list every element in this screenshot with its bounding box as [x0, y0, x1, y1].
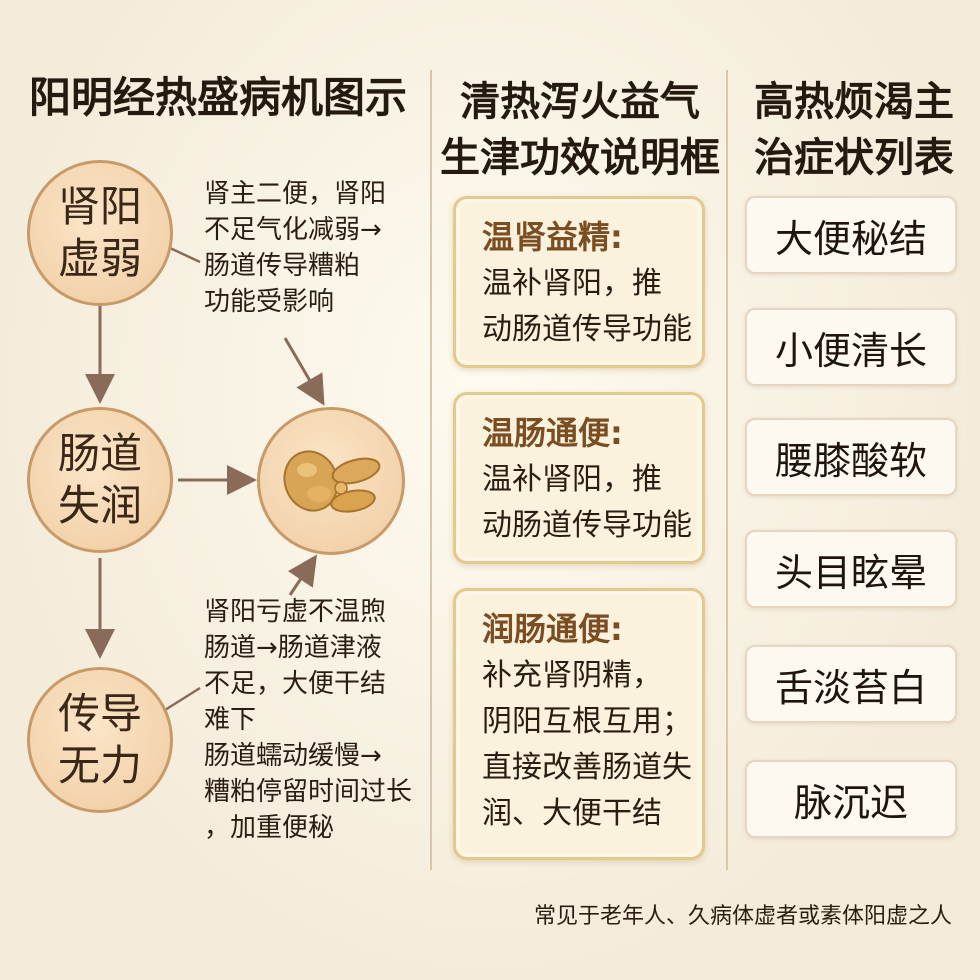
mechanism-column-title: 阳明经热盛病机图示	[28, 73, 407, 122]
symptom-item: 脉沉迟	[745, 760, 957, 838]
connector-node1-to-top-note	[169, 246, 201, 264]
effect-body-line: 润、大便干结	[482, 796, 662, 831]
effects-title-line2: 生津功效说明框	[440, 135, 720, 181]
effect-body: 温补肾阳，推 动肠道传导功能	[482, 261, 702, 353]
note-top-line: 功能受影响	[204, 287, 335, 317]
column-divider-left	[430, 70, 432, 870]
effect-body-line: 动肠道传导功能	[482, 312, 692, 347]
center-illustration-circle	[257, 407, 405, 555]
note-top-line: 肾主二便，肾阳	[204, 179, 387, 209]
node1-line2: 虚弱	[57, 234, 142, 283]
note-bottom-line: 肠道蠕动缓慢→	[204, 741, 382, 771]
effect-body-line: 补充肾阴精，	[482, 658, 662, 693]
effect-body-line: 阴阳互根互用；	[482, 704, 692, 739]
symptom-item: 头目眩晕	[745, 530, 957, 608]
column-divider-right	[726, 70, 728, 870]
symptoms-title-line2: 治症状列表	[754, 135, 954, 181]
effects-column-title: 清热泻火益气 生津功效说明框	[430, 74, 730, 186]
effect-body: 补充肾阴精， 阴阳互根互用； 直接改善肠道失 润、大便干结	[482, 653, 702, 837]
note-top-line: 肠道传导糟粕	[204, 251, 361, 281]
note-bottom-line: 不足，大便干结	[204, 669, 387, 699]
note-top: 肾主二便，肾阳 不足气化减弱→ 肠道传导糟粕 功能受影响	[204, 176, 424, 320]
effect-box-moisten-intestine: 润肠通便: 补充肾阴精， 阴阳互根互用； 直接改善肠道失 润、大便干结	[453, 588, 705, 860]
effect-body-line: 直接改善肠道失	[482, 750, 692, 785]
node-kidney-yang-deficiency: 肾阳 虚弱	[27, 160, 173, 306]
effect-title: 温肾益精:	[482, 218, 623, 256]
effect-body-line: 动肠道传导功能	[482, 508, 692, 543]
effect-title: 温肠通便:	[482, 414, 623, 452]
effect-body-line: 温补肾阳，推	[482, 266, 662, 301]
note-bottom-line: 难下	[204, 705, 257, 735]
note-top-line: 不足气化减弱→	[204, 215, 382, 245]
note-bottom-line: ，加重便秘	[204, 813, 335, 843]
arrow-bottom-note-to-center	[287, 554, 317, 596]
note-bottom-line: 糟粕停留时间过长	[204, 777, 413, 807]
symptoms-title-line1: 高热烦渴主	[754, 79, 954, 125]
effects-title-line1: 清热泻火益气	[460, 79, 700, 125]
symptoms-column-title: 高热烦渴主 治症状列表	[738, 74, 970, 186]
effect-box-warm-kidney: 温肾益精: 温补肾阳，推 动肠道传导功能	[453, 196, 705, 368]
note-bottom-line: 肾阳亏虚不温煦	[204, 597, 387, 627]
node3-line1: 传导	[57, 689, 142, 738]
effect-body: 温补肾阳，推 动肠道传导功能	[482, 457, 702, 549]
effect-body-line: 温补肾阳，推	[482, 462, 662, 497]
node1-line1: 肾阳	[57, 182, 142, 231]
node3-line2: 无力	[57, 741, 142, 790]
effect-title: 润肠通便:	[482, 610, 623, 648]
node2-line1: 肠道	[57, 429, 142, 478]
node2-line2: 失润	[57, 481, 142, 530]
footer-note: 常见于老年人、久病体虚者或素体阳虚之人	[533, 904, 952, 929]
note-bottom-line: 肠道→肠道津液	[204, 633, 382, 663]
node-weak-transmission: 传导 无力	[27, 667, 173, 813]
node-intestine-dryness: 肠道 失润	[27, 407, 173, 553]
symptom-item: 舌淡苔白	[745, 645, 957, 723]
symptom-item: 大便秘结	[745, 196, 957, 274]
dry-stool-icon	[283, 450, 381, 513]
connector-node3-to-bottom-note	[164, 686, 201, 712]
symptom-item: 腰膝酸软	[745, 418, 957, 496]
arrow-top-note-to-center	[283, 337, 325, 406]
note-bottom: 肾阳亏虚不温煦 肠道→肠道津液 不足，大便干结 难下 肠道蠕动缓慢→ 糟粕停留时…	[204, 594, 428, 846]
symptom-item: 小便清长	[745, 308, 957, 386]
effect-box-warm-intestine: 温肠通便: 温补肾阳，推 动肠道传导功能	[453, 392, 705, 564]
